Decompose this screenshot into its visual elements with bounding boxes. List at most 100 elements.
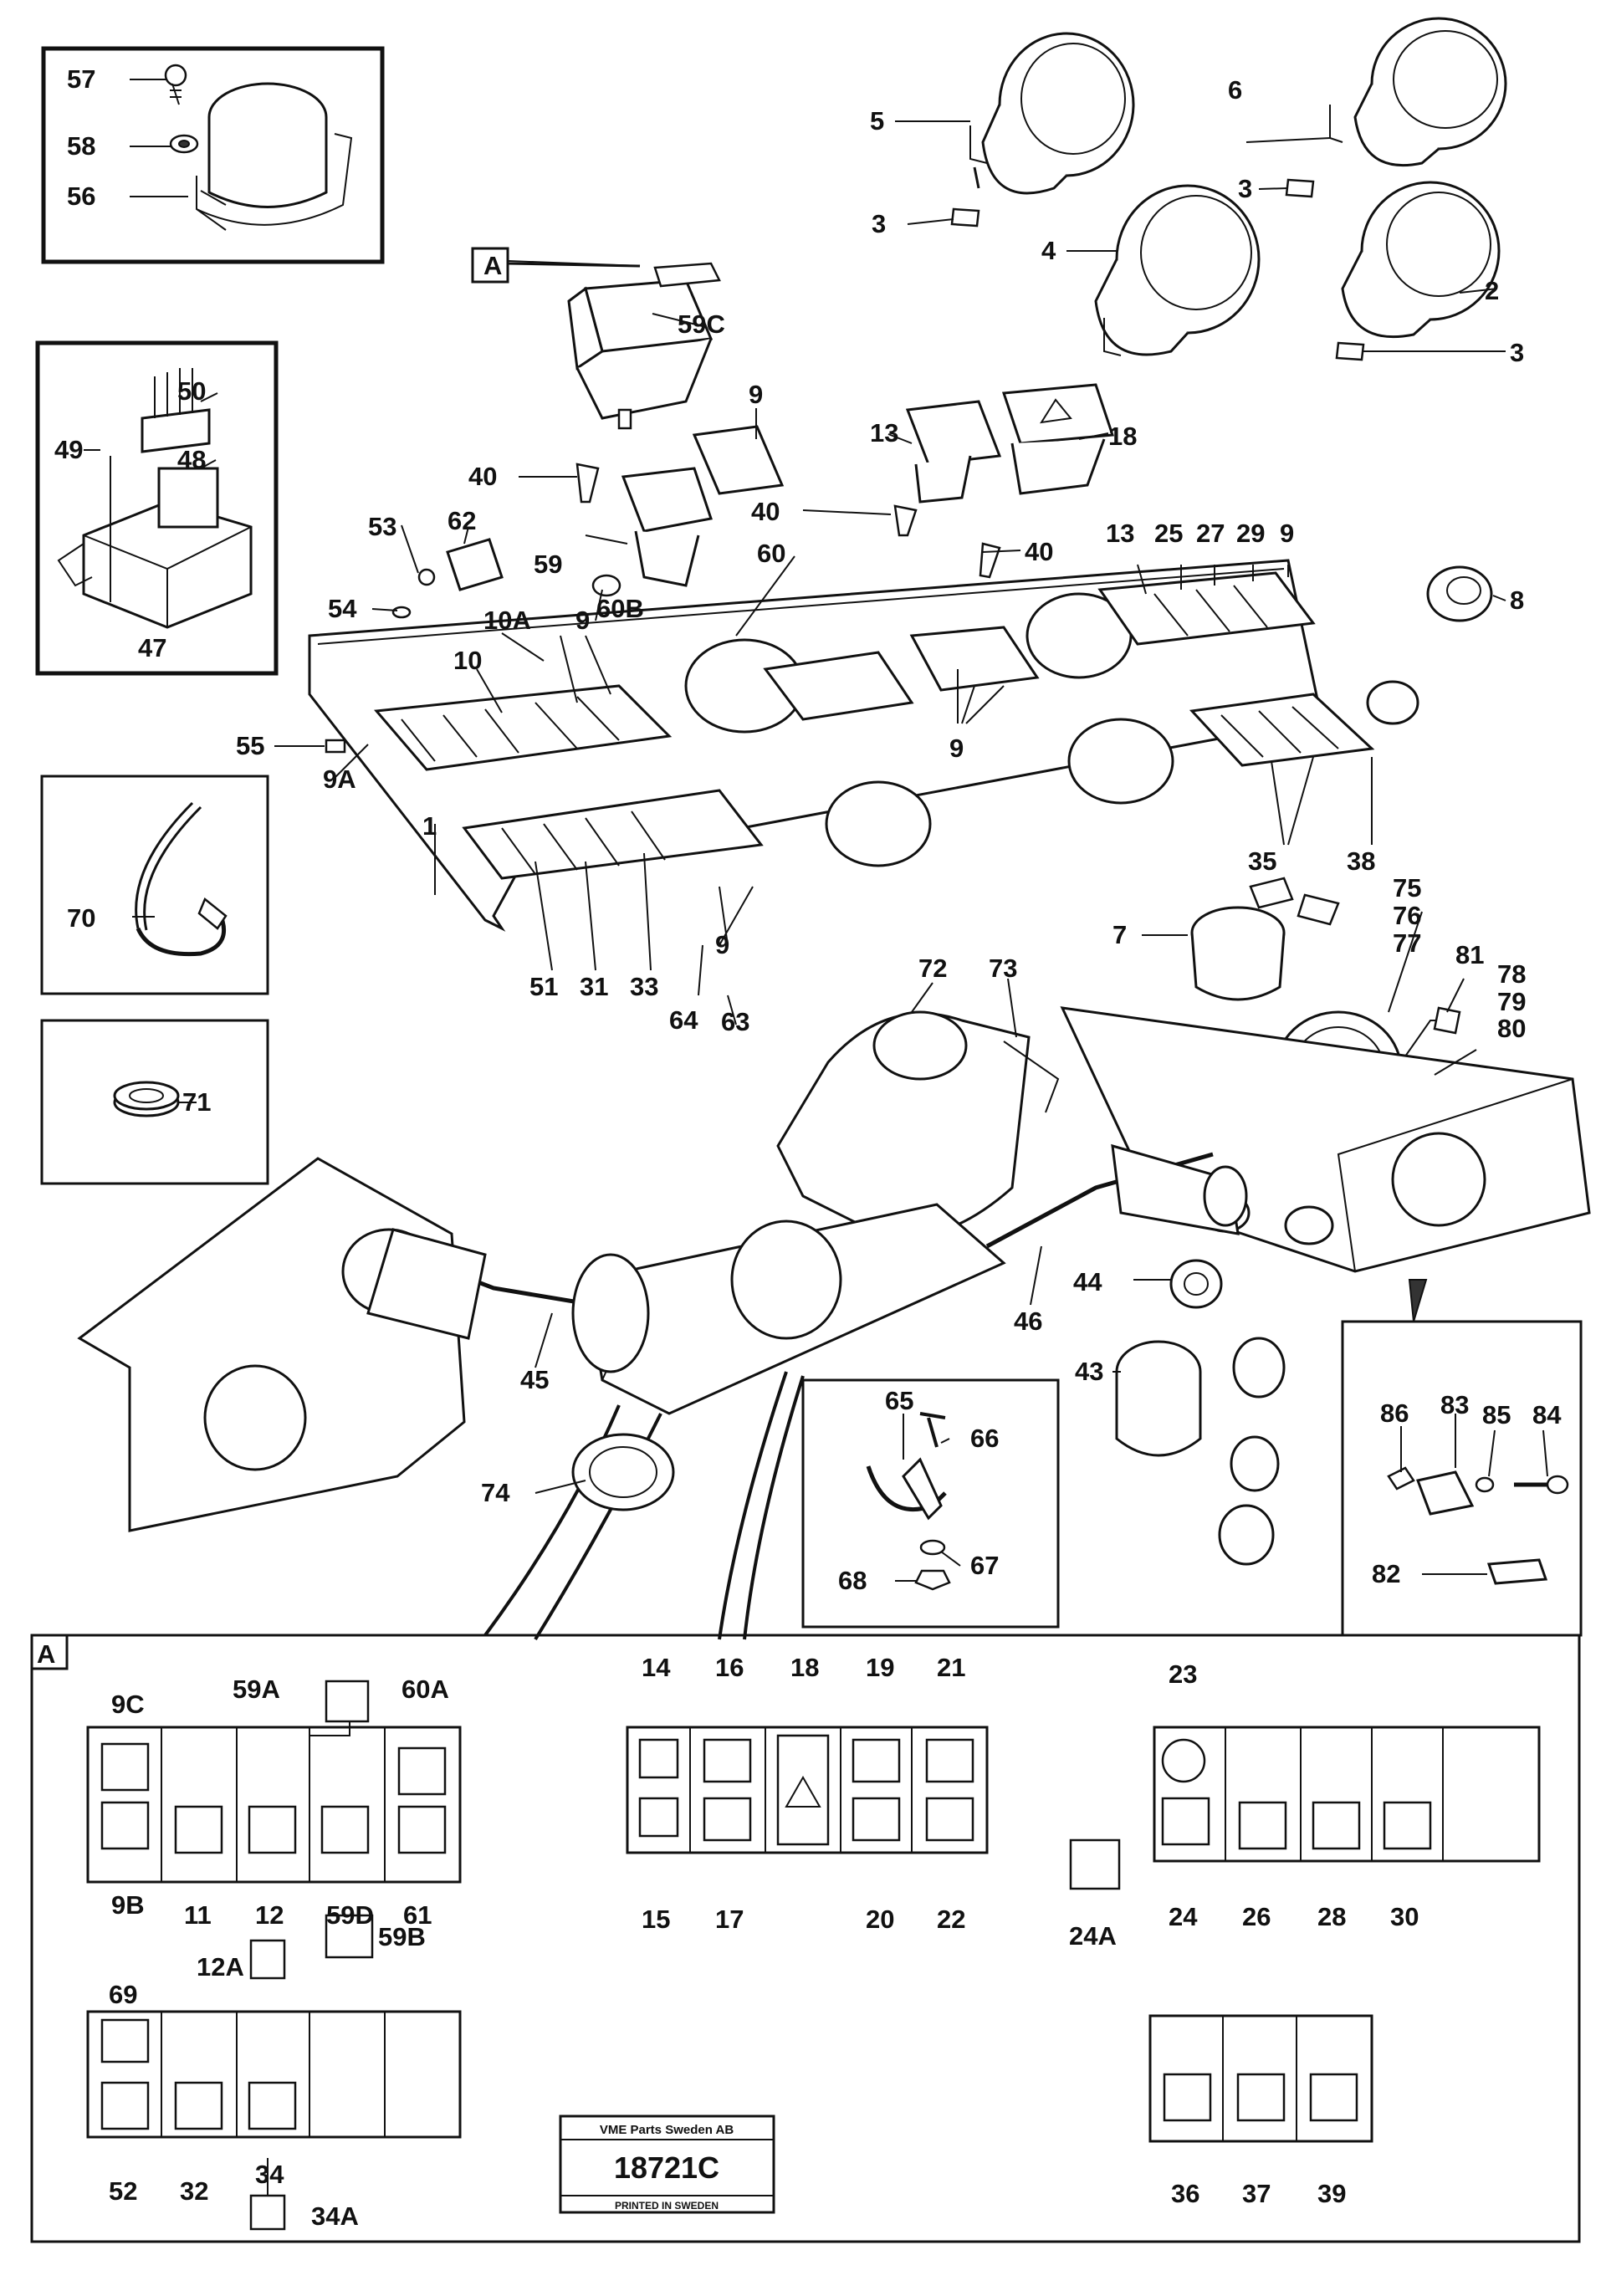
callout-53: 53 <box>368 512 396 541</box>
callout-8: 8 <box>1510 586 1524 615</box>
callout-70: 70 <box>67 903 95 933</box>
callout-83: 83 <box>1440 1390 1469 1419</box>
callout-33: 33 <box>630 972 658 1001</box>
detail-box-a <box>30 247 1581 2243</box>
callout-67: 67 <box>970 1551 999 1580</box>
bolt-53-54-62 <box>391 538 504 619</box>
callout-13-b: 13 <box>1106 519 1134 548</box>
callout-85: 85 <box>1482 1400 1511 1429</box>
bulbs-3 <box>950 178 1365 361</box>
inset-grommet-71 <box>40 1019 269 1185</box>
callout-35: 35 <box>1248 846 1276 876</box>
callout-31: 31 <box>580 972 608 1001</box>
callout-48: 48 <box>177 445 206 474</box>
callout-34: 34 <box>255 2160 284 2189</box>
gauge-6 <box>1329 17 1507 167</box>
callout-24: 24 <box>1169 1902 1198 1931</box>
callout-63: 63 <box>721 1007 749 1036</box>
callout-54: 54 <box>328 594 357 623</box>
callout-3-c: 3 <box>1510 338 1524 367</box>
callout-38: 38 <box>1347 846 1375 876</box>
callout-40-b: 40 <box>751 497 780 526</box>
callout-9-mid: 9 <box>949 734 964 763</box>
callout-24a: 24A <box>1069 1921 1117 1951</box>
callout-59: 59 <box>534 550 562 579</box>
callout-4: 4 <box>1041 236 1056 265</box>
callout-a-box: A <box>37 1639 55 1669</box>
inset-switch-82-86 <box>1341 1279 1583 1637</box>
callout-14: 14 <box>642 1653 671 1682</box>
callout-15: 15 <box>642 1905 670 1934</box>
callout-73: 73 <box>989 954 1017 983</box>
callout-5: 5 <box>870 106 884 136</box>
callout-44: 44 <box>1073 1267 1102 1296</box>
callout-60b: 60B <box>596 594 644 623</box>
callout-59b: 59B <box>378 1922 426 1951</box>
callout-16: 16 <box>715 1653 744 1682</box>
callout-9-c: 9 <box>715 930 729 959</box>
clip-55 <box>325 739 346 754</box>
callout-77: 77 <box>1393 928 1421 958</box>
callout-23: 23 <box>1169 1659 1197 1689</box>
callout-26: 26 <box>1242 1902 1271 1931</box>
callout-60a: 60A <box>402 1675 449 1704</box>
panel-36-39 <box>1148 2014 1373 2143</box>
callout-40-c: 40 <box>1025 537 1053 566</box>
callout-47: 47 <box>138 633 166 662</box>
callout-12: 12 <box>255 1900 284 1930</box>
callout-84: 84 <box>1532 1400 1562 1429</box>
gauge-5 <box>969 32 1135 195</box>
callout-66: 66 <box>970 1424 999 1453</box>
callout-59d: 59D <box>326 1900 374 1930</box>
left-console <box>77 1157 466 1532</box>
callout-9b: 9B <box>111 1890 145 1920</box>
callout-17: 17 <box>715 1905 744 1934</box>
callout-76: 76 <box>1393 901 1421 930</box>
callout-62: 62 <box>448 506 476 535</box>
grommet-8 <box>1426 565 1493 622</box>
callout-39: 39 <box>1317 2179 1346 2208</box>
stamp-number: 18721C <box>614 2150 719 2185</box>
stamp-printed: PRINTED IN SWEDEN <box>615 2200 719 2212</box>
callout-9-r: 9 <box>1280 519 1294 548</box>
callout-10: 10 <box>453 646 482 675</box>
callout-60: 60 <box>757 539 785 568</box>
dashboard-panel-1 <box>308 559 1419 932</box>
callout-6: 6 <box>1228 75 1242 105</box>
callout-45: 45 <box>520 1365 549 1394</box>
callout-55: 55 <box>236 731 264 760</box>
callout-78: 78 <box>1497 959 1526 989</box>
callout-3-a: 3 <box>872 209 886 238</box>
stalk-switch-45 <box>341 1228 650 1373</box>
callout-64: 64 <box>669 1005 698 1035</box>
callout-81: 81 <box>1455 940 1484 969</box>
callout-2: 2 <box>1485 276 1499 305</box>
switch-cover-9 <box>692 425 785 495</box>
callout-50: 50 <box>177 376 206 406</box>
callout-21: 21 <box>937 1653 965 1682</box>
callout-9a: 9A <box>323 764 356 794</box>
callout-43: 43 <box>1075 1357 1103 1386</box>
callout-71: 71 <box>182 1087 211 1117</box>
callout-36: 36 <box>1171 2179 1199 2208</box>
callout-10a: 10A <box>483 606 531 635</box>
stamp-company: VME Parts Sweden AB <box>600 2123 734 2137</box>
callout-40-a: 40 <box>468 462 497 491</box>
reference-stamp <box>559 2114 775 2214</box>
callout-69: 69 <box>109 1980 137 2009</box>
callout-46: 46 <box>1014 1307 1042 1336</box>
column-cover-72-73 <box>776 1010 1060 1238</box>
panel-9c-61 <box>86 1680 462 1980</box>
callout-1: 1 <box>422 811 437 841</box>
panel-14-22 <box>626 1726 1121 1890</box>
callout-22: 22 <box>937 1905 965 1934</box>
callout-20: 20 <box>866 1905 894 1934</box>
callout-56: 56 <box>67 182 95 211</box>
callout-18: 18 <box>1108 422 1137 451</box>
callout-9-b: 9 <box>575 606 590 635</box>
callout-57: 57 <box>67 64 95 94</box>
callout-86: 86 <box>1380 1399 1409 1428</box>
callout-13-a: 13 <box>870 418 898 447</box>
